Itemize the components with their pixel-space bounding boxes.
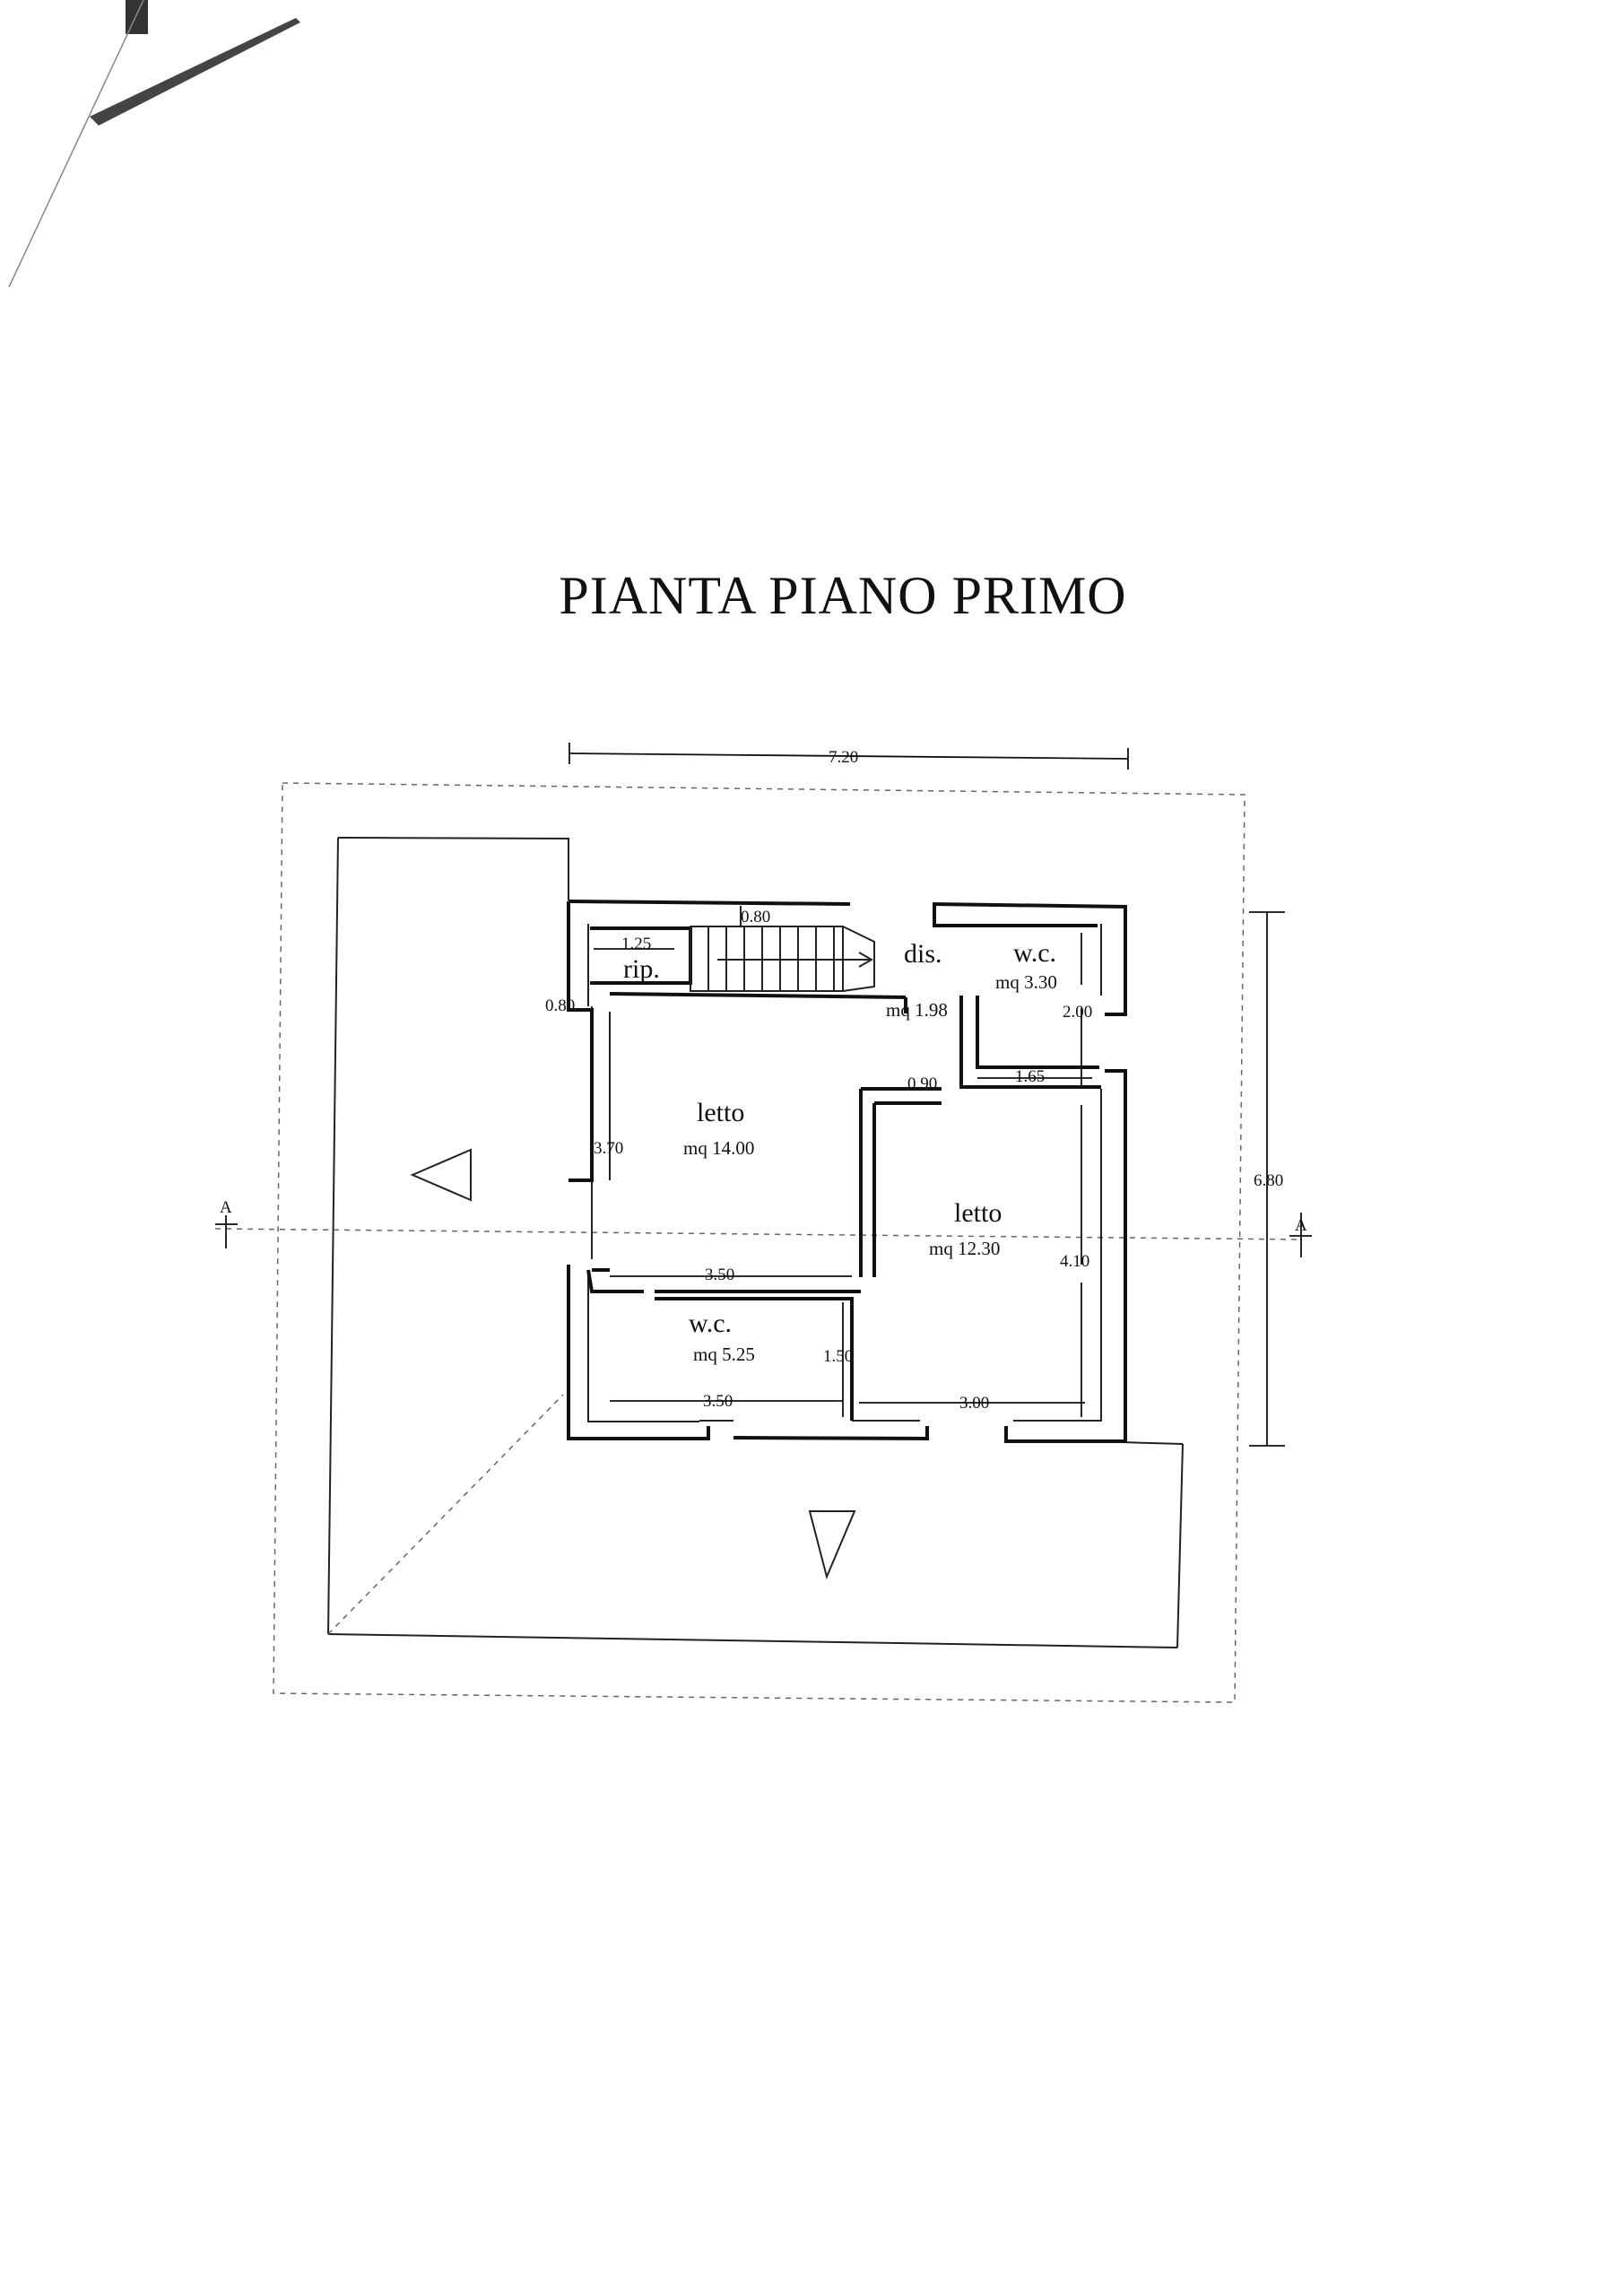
dim-letto1-height: 3.70 bbox=[594, 1139, 623, 1158]
room-wc-small-area: mq 3.30 bbox=[995, 971, 1057, 993]
room-letto2-name: letto bbox=[954, 1198, 1002, 1228]
dim-wc-large-width-bottom: 3.50 bbox=[703, 1392, 733, 1411]
dim-letto2-width: 3.00 bbox=[959, 1394, 989, 1413]
site-outline bbox=[214, 782, 1301, 1703]
dim-door: 0.90 bbox=[907, 1074, 937, 1093]
scan-corner-mark bbox=[8, 0, 300, 288]
room-dis-area: mq 1.98 bbox=[886, 999, 948, 1021]
dim-total-depth: 6.80 bbox=[1254, 1171, 1283, 1190]
terrace-arrow-left bbox=[410, 1148, 472, 1202]
room-letto1-name: letto bbox=[697, 1098, 744, 1127]
terrace-arrow-down bbox=[808, 1510, 856, 1580]
dim-total-width: 7.20 bbox=[829, 748, 858, 767]
room-letto1-area: mq 14.00 bbox=[683, 1137, 754, 1159]
page-title: PIANTA PIANO PRIMO bbox=[559, 566, 1127, 625]
section-marker-right: A bbox=[1289, 1213, 1312, 1257]
section-marker-right-label: A bbox=[1295, 1216, 1307, 1235]
dim-rip-width: 1.25 bbox=[621, 935, 651, 953]
room-wc-small-name: w.c. bbox=[1013, 938, 1056, 968]
room-letto2-area: mq 12.30 bbox=[929, 1238, 1000, 1259]
stairs bbox=[690, 926, 875, 992]
dim-wc-large-width-top: 3.50 bbox=[705, 1265, 734, 1284]
room-rip-name: rip. bbox=[623, 954, 660, 984]
section-marker-left: A bbox=[215, 1198, 238, 1248]
room-dis-name: dis. bbox=[904, 939, 942, 969]
dim-wc-large-height: 1.50 bbox=[823, 1347, 853, 1366]
room-wc-large-area: mq 5.25 bbox=[693, 1344, 755, 1365]
room-wc-large-name: w.c. bbox=[689, 1309, 732, 1338]
section-marker-left-label: A bbox=[220, 1198, 232, 1217]
dim-wc-small-height: 2.00 bbox=[1063, 1003, 1092, 1022]
dim-wc-small-width: 1.65 bbox=[1015, 1067, 1045, 1086]
dim-left-offset: 0.80 bbox=[545, 996, 575, 1015]
dim-stair-width: 0.80 bbox=[741, 908, 770, 926]
dim-letto2-height: 4.10 bbox=[1060, 1252, 1089, 1271]
dimension-lines bbox=[568, 743, 1285, 1447]
